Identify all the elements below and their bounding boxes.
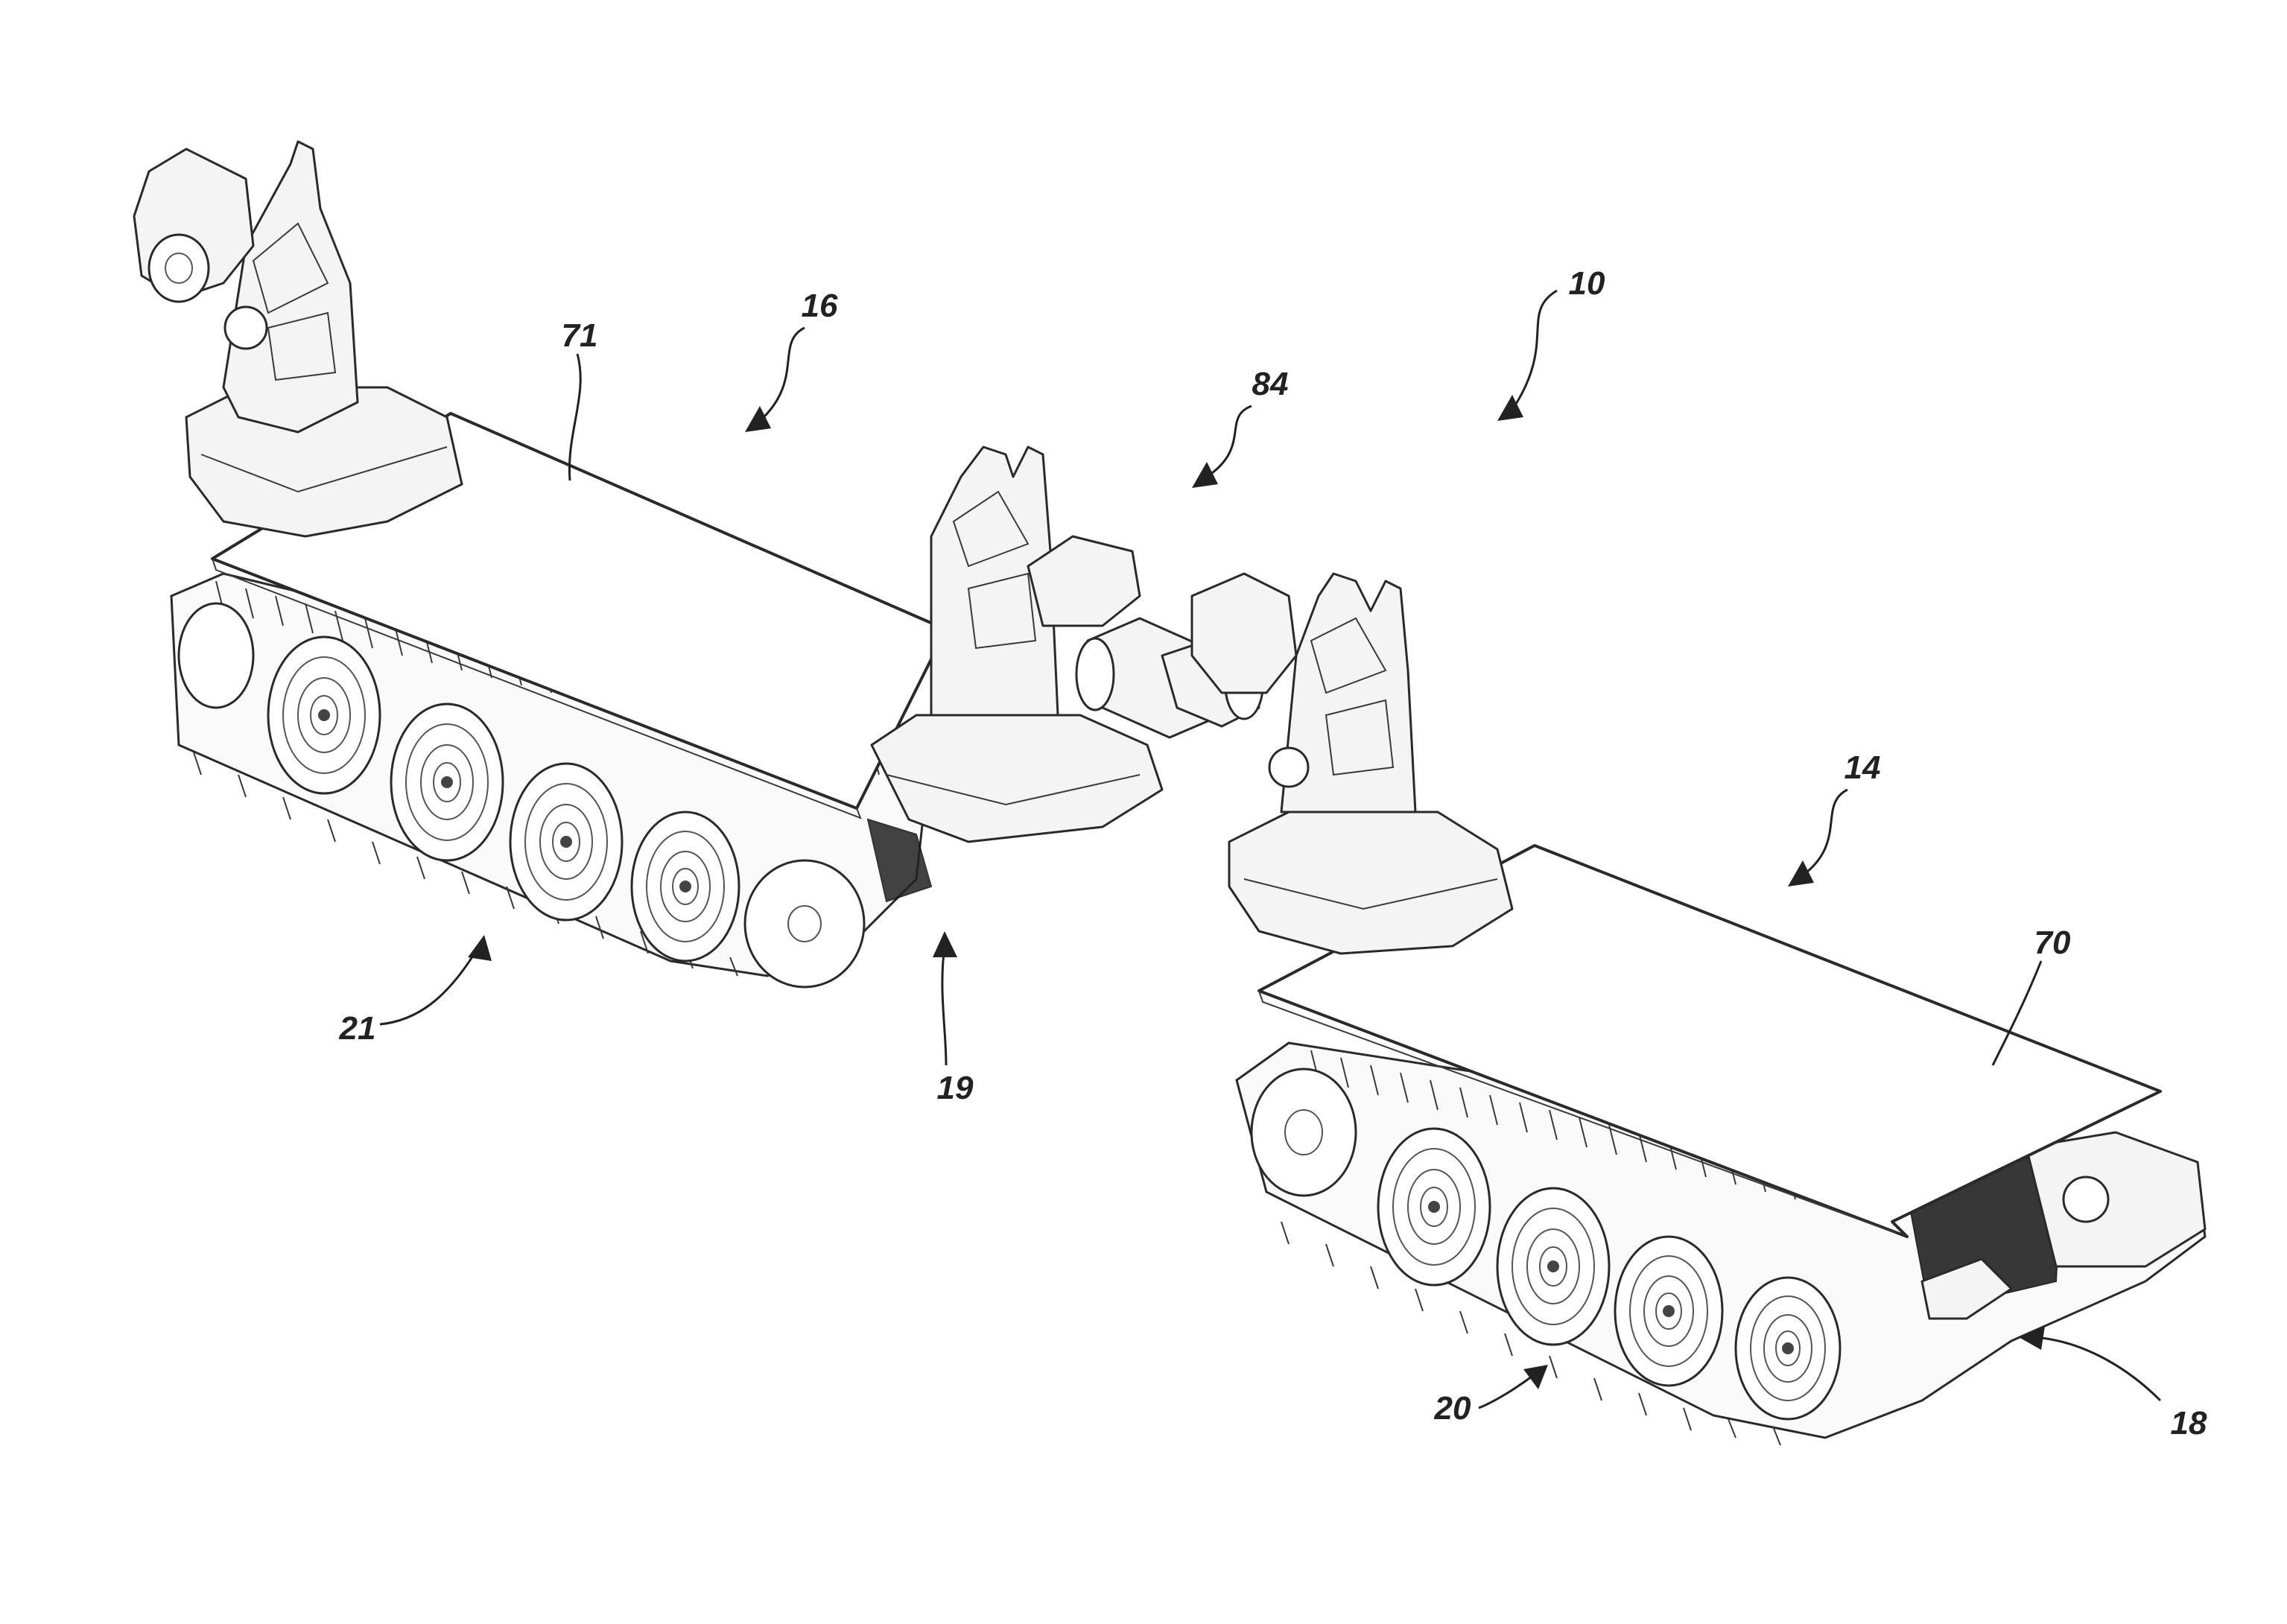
- right-road-wheel: [1615, 1237, 1722, 1386]
- label-16: 16: [802, 288, 838, 324]
- right-rear-sprocket: [1252, 1069, 1356, 1196]
- right-module: [1192, 574, 2205, 1445]
- right-turret-base: [1229, 812, 1512, 954]
- right-sensor-head: [1192, 574, 1296, 693]
- left-rear-sprocket: [179, 603, 253, 708]
- left-road-wheel: [391, 704, 503, 860]
- label-71: 71: [562, 317, 598, 354]
- left-road-wheel: [510, 764, 622, 920]
- label-14: 14: [1844, 749, 1881, 786]
- right-road-wheel: [1378, 1129, 1490, 1285]
- left-front-idler: [745, 860, 864, 987]
- label-10: 10: [1569, 265, 1605, 302]
- left-front-turret-base: [872, 715, 1162, 842]
- right-road-wheel: [1736, 1278, 1840, 1419]
- left-module: [134, 142, 1162, 987]
- right-front-drive: [2026, 1132, 2205, 1266]
- left-road-wheel: [268, 637, 380, 793]
- label-84: 84: [1252, 366, 1289, 402]
- label-21: 21: [339, 1010, 376, 1047]
- right-road-wheel: [1497, 1188, 1609, 1345]
- left-road-wheel: [632, 812, 739, 961]
- label-20: 20: [1434, 1390, 1471, 1427]
- label-18: 18: [2171, 1405, 2207, 1441]
- label-19: 19: [937, 1070, 974, 1106]
- label-70: 70: [2034, 924, 2071, 961]
